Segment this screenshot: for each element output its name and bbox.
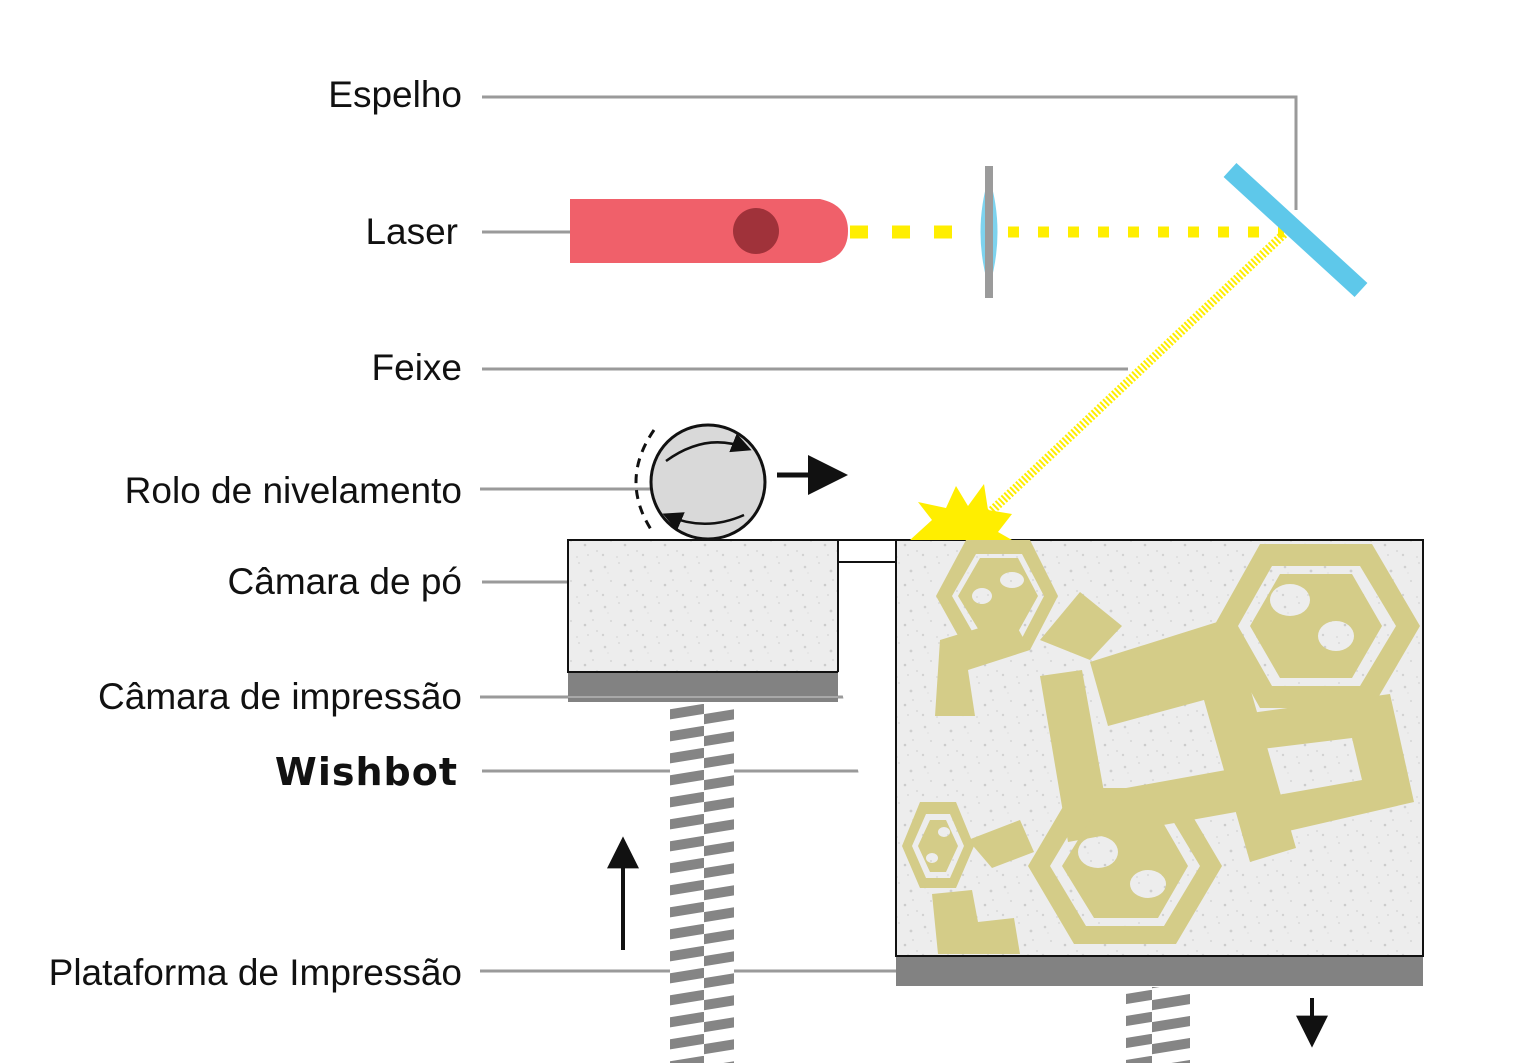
motion-trail bbox=[634, 429, 656, 535]
label-part: Wishbot bbox=[275, 750, 458, 794]
laser-aperture bbox=[733, 208, 779, 254]
wishbot-head bbox=[902, 802, 974, 888]
chamber-divider bbox=[837, 561, 897, 956]
leveling-roller bbox=[634, 423, 767, 541]
build-piston-screw bbox=[1126, 987, 1190, 1063]
label-roller: Rolo de nivelamento bbox=[125, 470, 462, 511]
leader-mirror bbox=[482, 95, 1298, 210]
label-print-chamber: Câmara de impressão bbox=[98, 676, 462, 717]
wishbot-l-shape bbox=[1214, 694, 1414, 838]
wishbot-l-shape bbox=[1040, 592, 1122, 660]
laser-body bbox=[570, 199, 848, 263]
wishbot-head bbox=[1062, 814, 1188, 918]
label-mirror: Espelho bbox=[328, 74, 462, 115]
beam-reflected bbox=[980, 230, 1288, 522]
label-beam: Feixe bbox=[372, 347, 462, 388]
wishbot-l-shape bbox=[968, 820, 1034, 868]
wishbot-head bbox=[1250, 574, 1382, 678]
powder-chamber bbox=[567, 539, 839, 673]
label-platform: Plataforma de Impressão bbox=[49, 952, 462, 993]
mirror bbox=[1223, 162, 1368, 298]
wishbot-head bbox=[958, 558, 1038, 632]
label-powder-chamber: Câmara de pó bbox=[228, 561, 462, 602]
build-platform bbox=[896, 957, 1423, 986]
wishbot-parts bbox=[902, 540, 1420, 954]
sintering-spark bbox=[910, 484, 1012, 540]
wishbot-l-shape bbox=[932, 890, 1020, 954]
wishbot-head bbox=[936, 540, 1058, 650]
label-laser: Laser bbox=[365, 211, 458, 252]
wishbot-head bbox=[918, 820, 958, 872]
rotate-arrows-icon bbox=[665, 433, 752, 463]
powder-piston-screw bbox=[670, 703, 734, 1063]
rotate-arrow-lower bbox=[662, 512, 745, 531]
